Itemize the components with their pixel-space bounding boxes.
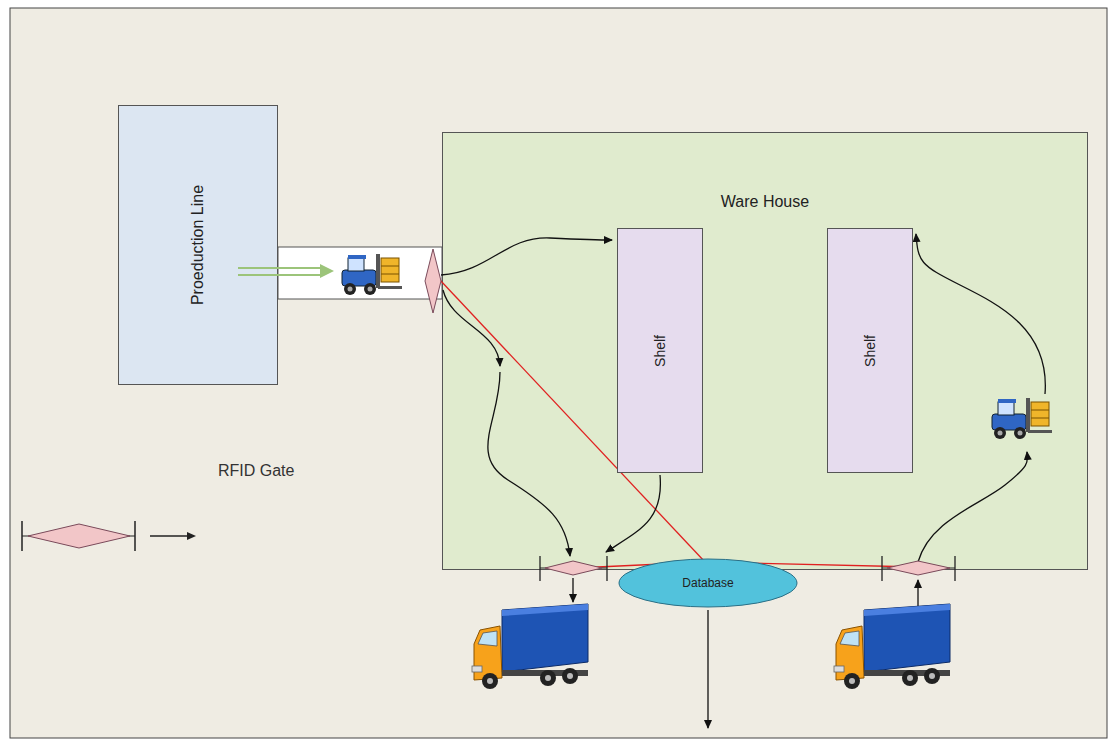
flow-curve [441,234,1045,728]
node-label: Shelf [652,335,668,367]
flow-line [238,267,322,269]
node-label: Proeduction Line [189,185,207,305]
shelf-rack: Shelf [827,228,913,473]
node-label: Shelf [862,335,878,367]
legend-label: RFID Gate [218,462,294,480]
forklift [992,398,1052,439]
production-line-box: Proeduction Line [118,105,278,385]
conveyor [278,247,442,299]
rfid-gate [540,556,607,581]
shelf-rack: Shelf [617,228,703,473]
legend-gate-symbol [22,521,196,551]
rfid-gate [425,249,441,313]
forklift [342,254,402,295]
rfid-gate [882,556,955,581]
warehouse-region: Ware HouseShelf Shelf [442,132,1088,570]
truck [472,604,588,689]
database-ellipse: Database [618,558,798,608]
truck [834,604,950,689]
node-label: Ware House [721,193,809,211]
frame [10,8,1107,738]
node-label: Database [682,576,733,590]
flow-line [238,274,322,276]
flow-arrow [320,264,334,278]
